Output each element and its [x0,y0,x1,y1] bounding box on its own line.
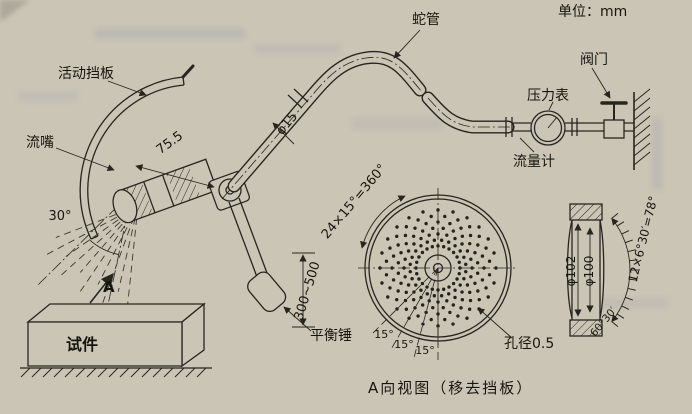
gauge-needle [547,116,558,129]
specimen-block [20,302,212,369]
specimen-label: 试件 [66,335,98,354]
dim-24x15: 24×15°=360° [319,161,390,242]
view-caption: A向视图（移去挡板） [368,379,533,397]
flow-meter-fitting [505,117,513,137]
dim-15deg-1: 15° [374,328,394,341]
dim-30deg: 30° [48,209,71,224]
flow-meter-label: 流量计 [513,154,555,170]
movable-baffle-label: 活动挡板 [58,66,114,82]
leader-lines [55,29,611,339]
hole-diameter-label: 孔径0.5 [504,336,554,352]
perforated-plate-front-view [358,188,518,363]
dim-15deg-2: 15° [394,338,414,351]
view-a-arrow [89,272,114,304]
angle-scale-arc [611,217,631,323]
angle-scale-ticks [611,212,638,328]
hole-dots [378,208,498,328]
spray-head [112,158,218,224]
dimension-300-500 [292,252,315,328]
movable-baffle-arc [79,64,195,240]
dim-phi102: φ102 [564,256,578,287]
flexible-tube [221,50,516,200]
pressure-gauge-label: 压力表 [527,88,569,104]
dim-300-500: 300~500 [292,260,324,322]
page-bleed-smudges [0,0,668,308]
ground-hatch [20,367,207,378]
pivot-and-balance-arm [208,170,287,313]
dim-15deg-3: 15° [415,344,435,357]
dimension-phi15 [272,122,295,145]
nozzle-label: 流嘴 [26,135,54,151]
valve-label: 阀门 [580,52,608,68]
unit-label: 单位：mm [558,4,627,20]
dim-phi100: φ100 [582,256,596,287]
dimension-arc-24x15 [360,195,406,249]
gauge-and-valve-assembly [505,92,635,170]
plate-side-view [566,203,638,337]
nozzle-face [112,189,138,224]
balance-weight-body [247,271,287,313]
view-a-mark: A [103,278,115,296]
balance-weight-label: 平衡锤 [310,328,352,344]
fifteen-degree-rays [370,267,439,363]
dim-12x630: 12×6°30′=78° [626,195,661,284]
snake-tube-label: 蛇管 [412,12,440,28]
valve-body [600,101,628,139]
tube-joint-ticks [287,88,309,109]
dim-755: 75.5 [154,129,186,158]
wall-hatch [633,88,651,166]
dimension-755 [135,164,215,189]
